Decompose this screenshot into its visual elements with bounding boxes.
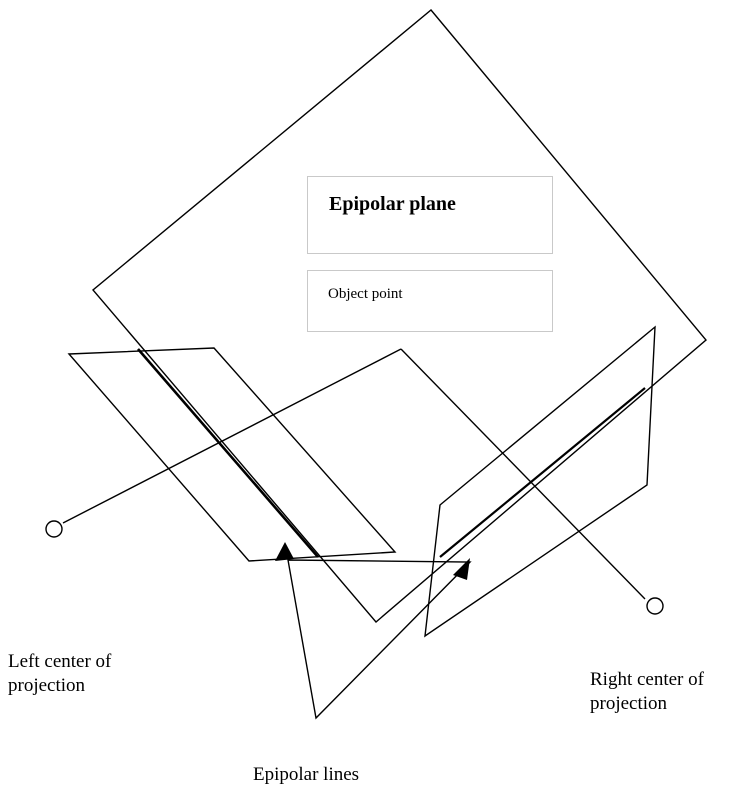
epipolar-lines-callout-arrows bbox=[287, 559, 472, 720]
left-arrowhead bbox=[275, 542, 294, 561]
right-center-of-projection-point bbox=[646, 597, 664, 615]
object-point-label-box: Object point bbox=[307, 270, 553, 332]
left-center-label-line2: projection bbox=[8, 675, 86, 696]
epipolar-plane-shape bbox=[92, 9, 707, 623]
right-epipolar-line bbox=[439, 387, 646, 558]
right-center-label-line1: Right center of bbox=[590, 669, 704, 690]
left-epipolar-line bbox=[137, 348, 319, 558]
right-center-label-line2: projection bbox=[590, 693, 668, 713]
object-point-label: Object point bbox=[328, 286, 403, 302]
epipolar-plane-label: Epipolar plane bbox=[329, 193, 456, 215]
right-image-plane bbox=[424, 325, 656, 638]
right-arrowhead bbox=[453, 558, 470, 580]
epipolar-lines-label: Epipolar lines bbox=[253, 764, 360, 785]
left-image-plane bbox=[67, 347, 397, 562]
epipolar-plane-label-box: Epipolar plane bbox=[307, 176, 553, 254]
left-projection-ray bbox=[62, 348, 402, 524]
left-center-of-projection-point bbox=[45, 520, 63, 538]
left-center-of-projection-label: Left center of projection bbox=[8, 650, 208, 696]
right-projection-ray bbox=[400, 348, 646, 600]
right-center-of-projection-label: Right center of projection bbox=[590, 668, 752, 713]
left-center-label-line1: Left center of bbox=[8, 651, 112, 672]
